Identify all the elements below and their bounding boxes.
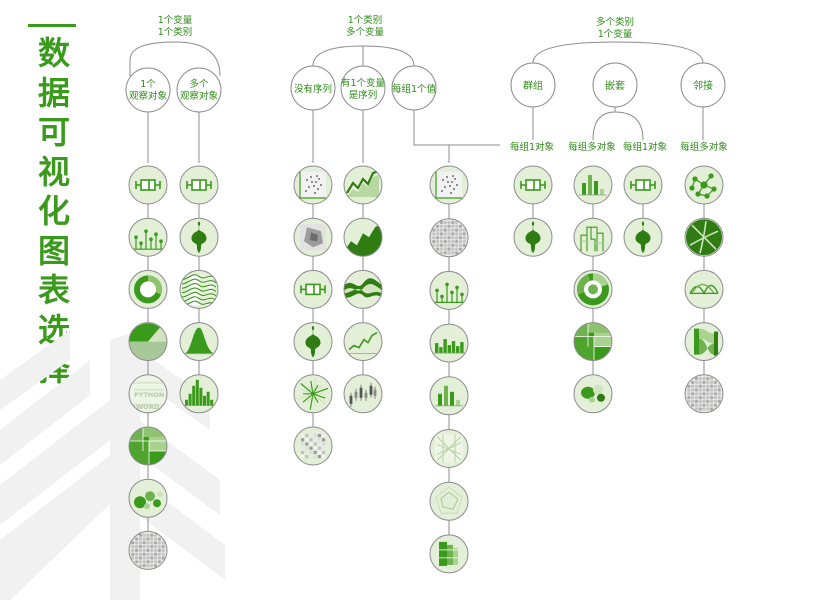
title-char: 表: [37, 271, 70, 309]
boxplot-icon[interactable]: [513, 165, 553, 205]
group-heading: 1个变量 1个类别: [158, 14, 193, 38]
bar-icon[interactable]: [429, 323, 469, 363]
arc-icon[interactable]: [684, 269, 724, 309]
branch-label: 每组多对象: [568, 141, 616, 153]
decision-node-label: 是序列: [349, 89, 378, 101]
wordcloud-word: WORD: [136, 403, 160, 411]
scatter-icon[interactable]: [429, 165, 469, 205]
decision-node-label: 多个: [189, 78, 209, 90]
density-icon[interactable]: [179, 322, 219, 362]
boxplot-icon[interactable]: [623, 165, 663, 205]
donut-icon[interactable]: [128, 269, 168, 309]
group-heading-line: 1个类别: [158, 26, 193, 38]
decision-node-label: 嵌套: [605, 79, 625, 92]
waffle-icon[interactable]: [684, 374, 724, 414]
branch-label: 每组多对象: [680, 141, 728, 153]
title-char: 化: [37, 192, 70, 230]
histogram-icon[interactable]: [179, 374, 219, 414]
scatter-icon[interactable]: [293, 165, 333, 205]
group-heading: 1个类别 多个变量: [346, 14, 385, 38]
group-heading: 多个类别 1个变量: [596, 16, 634, 40]
ridgeline-icon[interactable]: [179, 269, 219, 309]
violin-icon[interactable]: [179, 217, 219, 257]
line-area-icon[interactable]: [343, 165, 383, 205]
sankey-icon[interactable]: [684, 322, 724, 362]
dot-matrix-icon[interactable]: [293, 426, 333, 466]
violin-icon[interactable]: [623, 217, 663, 257]
decision-node-label: 观察对象: [129, 90, 168, 102]
treemap-icon[interactable]: [128, 426, 168, 466]
decision-node-label: 有1个变量: [341, 77, 386, 89]
title-char: 数: [37, 34, 70, 72]
boxplot-icon[interactable]: [128, 165, 168, 205]
line-icon[interactable]: [343, 322, 383, 362]
wordcloud-word: PYTHON: [134, 391, 164, 399]
sunburst-icon[interactable]: [573, 269, 613, 309]
decision-node[interactable]: 没有序列: [290, 65, 336, 111]
group-heading-line: 多个类别: [596, 16, 634, 28]
title-accent-bar: [28, 24, 76, 27]
decision-node[interactable]: 群组: [510, 62, 556, 108]
radial-icon[interactable]: [293, 374, 333, 414]
dendrogram-icon[interactable]: [573, 217, 613, 257]
group-heading-line: 1个类别: [348, 14, 383, 26]
lollipop-icon[interactable]: [128, 217, 168, 257]
candlestick-icon[interactable]: [343, 374, 383, 414]
decision-node-label: 没有序列: [294, 83, 332, 95]
decision-node[interactable]: 有1个变量 是序列: [340, 65, 386, 111]
treemap-icon[interactable]: [573, 322, 613, 362]
group-heading-line: 1个变量: [598, 28, 633, 40]
waffle-icon[interactable]: [429, 218, 469, 258]
branch-label: 每组1对象: [510, 141, 555, 153]
decision-node-label: 邻接: [693, 79, 713, 92]
stacked-bar-icon[interactable]: [429, 534, 469, 574]
violin-icon[interactable]: [293, 322, 333, 362]
title-char: 图: [37, 231, 70, 270]
chord-icon[interactable]: [684, 217, 724, 257]
waffle-icon[interactable]: [128, 530, 168, 570]
radar-icon[interactable]: [429, 481, 469, 521]
pie-icon[interactable]: [128, 322, 168, 362]
decision-node-label: 群组: [523, 79, 543, 92]
branch-label: 每组1对象: [623, 141, 668, 153]
leaf-watermark-icon: [0, 330, 225, 600]
decision-node-label: 1个: [140, 79, 156, 90]
parallel-icon[interactable]: [429, 429, 469, 468]
grouped-bar-icon[interactable]: [429, 376, 469, 416]
decision-node-label: 观察对象: [180, 90, 219, 102]
network-icon[interactable]: [684, 165, 724, 205]
decision-node[interactable]: 多个 观察对象: [176, 67, 222, 113]
title-char: 视: [37, 152, 70, 191]
bubble-pack-icon[interactable]: [573, 374, 613, 414]
decision-node[interactable]: 1个 观察对象: [125, 67, 171, 113]
decision-node-label: 每组1个值: [392, 83, 437, 95]
heatmap-2d-icon[interactable]: [293, 217, 333, 257]
title-char: 据: [37, 73, 70, 112]
group-heading-line: 多个变量: [346, 26, 385, 38]
boxplot-icon[interactable]: [293, 269, 333, 309]
decision-node[interactable]: 每组1个值: [391, 65, 437, 111]
bubble-icon[interactable]: [128, 478, 168, 518]
grouped-bar-icon[interactable]: [573, 165, 613, 205]
boxplot-icon[interactable]: [179, 165, 219, 205]
lollipop-icon[interactable]: [429, 270, 469, 310]
group-heading-line: 1个变量: [158, 14, 193, 26]
streamgraph-icon[interactable]: [343, 269, 383, 309]
title-char: 可: [37, 113, 70, 151]
area-icon[interactable]: [343, 217, 383, 257]
decision-node[interactable]: 邻接: [680, 62, 726, 108]
decision-node[interactable]: 嵌套: [592, 62, 638, 108]
violin-icon[interactable]: [513, 217, 553, 257]
wordcloud-icon[interactable]: PYTHON WORD: [128, 374, 168, 414]
